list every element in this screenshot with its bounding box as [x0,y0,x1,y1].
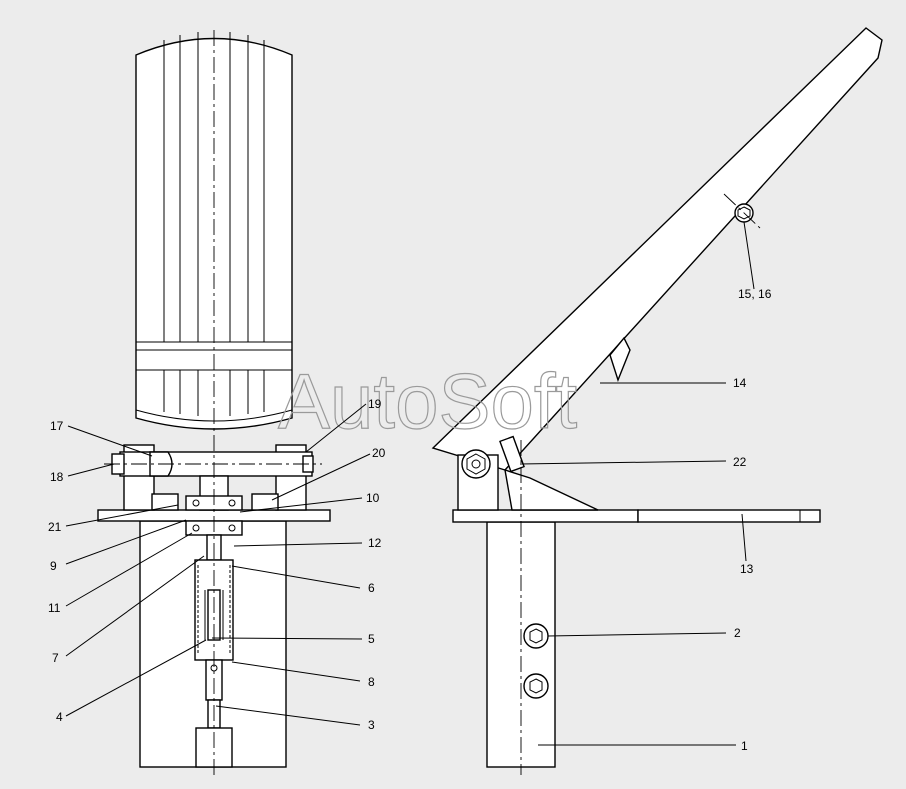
floor-plate-extension [637,509,821,523]
label-4: 4 [56,710,63,724]
label-12: 12 [368,536,382,550]
housing-bolt-lower [523,673,549,699]
label-5: 5 [368,632,375,646]
pedal-pad-ribs [135,32,293,422]
cylinder-hatch [197,565,231,655]
adjusting-screw [499,435,525,473]
lower-lever [504,468,599,511]
watermark: AutoSoft [278,357,578,445]
label-13: 13 [740,562,754,576]
label-3: 3 [368,718,375,732]
housing-bolt-upper [523,623,549,649]
label-17: 17 [50,419,64,433]
part-labels: 17 18 19 20 10 21 9 11 12 6 7 5 8 4 3 15… [48,287,772,753]
label-11: 11 [48,601,61,615]
label-20: 20 [372,446,386,460]
block-right [251,493,279,511]
label-22: 22 [733,455,747,469]
label-2: 2 [734,626,741,640]
floor-plate-side [452,509,639,523]
label-10: 10 [366,491,380,505]
pivot-nut-side [461,449,491,479]
label-9: 9 [50,559,57,573]
label-15-16: 15, 16 [738,287,772,301]
label-8: 8 [368,675,375,689]
label-18: 18 [50,470,64,484]
label-6: 6 [368,581,375,595]
leader-lines [65,221,755,746]
side-view [431,27,883,775]
label-19: 19 [368,397,382,411]
label-1: 1 [741,739,748,753]
front-view [97,30,331,775]
label-14: 14 [733,376,747,390]
label-7: 7 [52,651,59,665]
label-21: 21 [48,520,62,534]
pedal-stop [609,336,631,383]
